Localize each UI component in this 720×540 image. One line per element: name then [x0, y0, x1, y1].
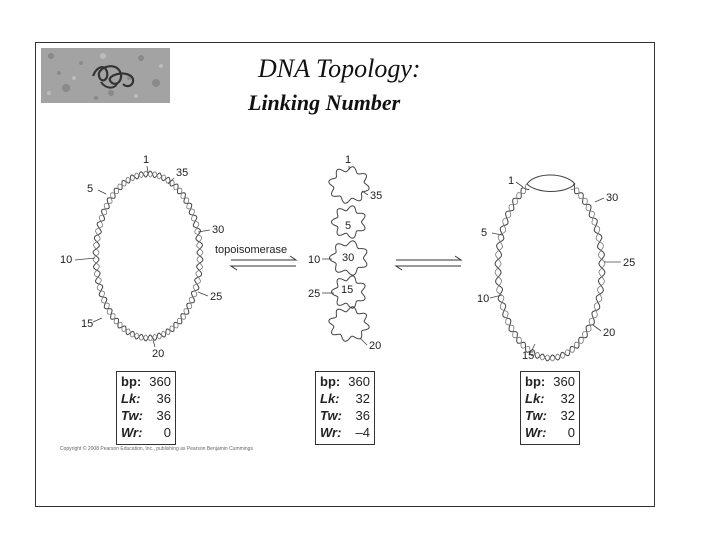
mol2-label-15: 15	[341, 284, 353, 296]
mol3-label-25: 25	[623, 257, 635, 269]
mol3-label-30: 30	[606, 192, 618, 204]
stats-box-supercoiled: bp: 360 Lk: 32 Tw: 36 Wr: –4	[315, 371, 375, 445]
molecule-3-ticks	[489, 181, 621, 351]
unwound-bubble-bottom	[526, 183, 576, 192]
lk-value: 36	[156, 391, 171, 406]
molecule-2-labels: 1 35 5 30 10 15 25 20	[308, 154, 382, 352]
mol2-label-25: 25	[308, 288, 320, 300]
mol1-label-25: 25	[210, 291, 222, 303]
mol2-label-35: 35	[370, 190, 382, 202]
bp-key: bp:	[525, 374, 546, 389]
stats-box-relaxed: bp: 360 Lk: 36 Tw: 36 Wr: 0	[116, 371, 176, 445]
tw-key: Tw:	[121, 408, 143, 423]
mol1-label-5: 5	[87, 183, 93, 195]
equilibrium-arrow-left	[229, 255, 298, 271]
title-line-1: DNA Topology:	[258, 54, 421, 83]
unwound-bubble-top	[526, 174, 576, 185]
mol1-label-20: 20	[152, 348, 164, 360]
mol2-label-30: 30	[342, 252, 354, 264]
tw-value: 36	[156, 408, 171, 423]
mol2-label-1: 1	[345, 154, 351, 166]
lk-key: Lk:	[525, 391, 545, 406]
molecule-1-ticks	[74, 165, 211, 348]
unwound-dna-circle	[494, 174, 606, 362]
wr-value: 0	[163, 425, 171, 440]
mol3-label-20: 20	[603, 327, 615, 339]
tw-key: Tw:	[525, 408, 547, 423]
bp-key: bp:	[320, 374, 341, 389]
mol3-label-10: 10	[477, 293, 489, 305]
supercoiled-dna	[328, 166, 370, 342]
mol2-label-5: 5	[345, 220, 351, 232]
bp-value: 360	[553, 374, 575, 389]
wr-value: –4	[355, 425, 370, 440]
tw-value: 32	[560, 408, 575, 423]
topoisomerase-label: topoisomerase	[215, 244, 287, 256]
tw-value: 36	[355, 408, 370, 423]
bp-value: 360	[348, 374, 370, 389]
mol3-label-1: 1	[508, 175, 514, 187]
mol1-label-30: 30	[212, 224, 224, 236]
wr-key: Wr:	[525, 425, 547, 440]
equilibrium-arrow-right	[394, 255, 463, 271]
lk-value: 32	[560, 391, 575, 406]
bp-key: bp:	[121, 374, 142, 389]
wr-key: Wr:	[121, 425, 143, 440]
lk-key: Lk:	[121, 391, 141, 406]
molecule-2-ticks	[322, 166, 369, 346]
wr-value: 0	[567, 425, 575, 440]
mol3-label-5: 5	[481, 227, 487, 239]
mol1-label-35: 35	[176, 167, 188, 179]
mol1-label-1: 1	[143, 154, 149, 166]
molecule-1-labels: 1 35 5 30 10 25 15 20	[60, 154, 224, 360]
mol1-label-10: 10	[60, 254, 72, 266]
lk-value: 32	[355, 391, 370, 406]
relaxed-dna-circle	[92, 170, 204, 342]
dna-micrograph-thumbnail	[41, 48, 170, 103]
wr-key: Wr:	[320, 425, 342, 440]
mol2-label-10: 10	[308, 254, 320, 266]
copyright-notice: Copyright © 2008 Pearson Education, Inc.…	[60, 446, 253, 452]
title-line-2: Linking Number	[248, 90, 401, 115]
mol2-label-20: 20	[369, 340, 381, 352]
tw-key: Tw:	[320, 408, 342, 423]
mol1-label-15: 15	[81, 318, 93, 330]
molecule-3-labels: 1 30 5 25 10 20 15	[477, 175, 635, 362]
bp-value: 360	[149, 374, 171, 389]
stats-box-unwound: bp: 360 Lk: 32 Tw: 32 Wr: 0	[520, 371, 580, 445]
lk-key: Lk:	[320, 391, 340, 406]
mol3-label-15: 15	[522, 350, 534, 362]
